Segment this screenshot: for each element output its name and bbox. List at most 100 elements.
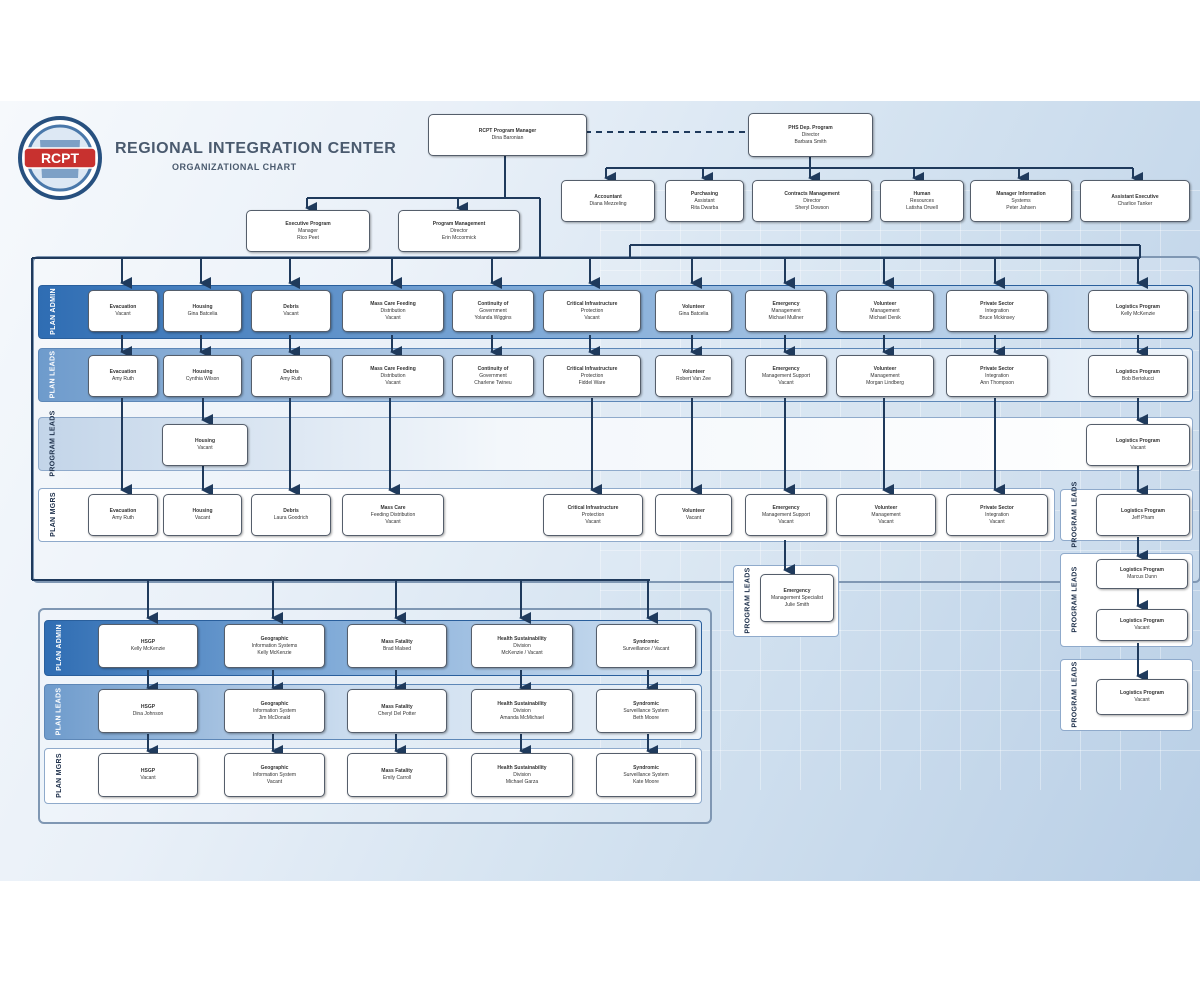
node-line: Executive Program (285, 220, 331, 227)
node-line: Cheryl Del Potter (377, 711, 417, 717)
node-deputy-director: PHS Dep. Program Director Barbara Smith (748, 113, 873, 157)
node-line: Vacant (1130, 445, 1146, 451)
node-line: Surveillance / Vacant (622, 646, 670, 652)
node-line: Logistics Program (1120, 690, 1164, 696)
node-line: Human (913, 190, 931, 197)
node-line: Charlene Twineu (474, 379, 512, 386)
node-line: Integration (985, 511, 1009, 518)
node-line: PHS Dep. Program (788, 124, 833, 131)
node-line: Systems (1011, 197, 1031, 204)
node-line: Program Management (432, 220, 486, 227)
node-line: Continuity of (477, 300, 509, 307)
node-line: Information System (252, 771, 297, 778)
node-line: Surveillance System (623, 707, 669, 714)
node-line: RCPT Program Manager (478, 128, 537, 134)
node-line: Purchasing (690, 190, 719, 197)
node-line: Evacuation (109, 369, 137, 375)
node-line: Peter Jahsen (1006, 204, 1036, 211)
node-line: Debris (283, 369, 299, 375)
node-line: Emergency (772, 300, 800, 307)
node-line: Syndromic (633, 639, 659, 645)
rcpt-logo-icon: RCPT (18, 116, 102, 200)
logo-text: RCPT (41, 150, 80, 166)
node-line: Continuity of (477, 365, 509, 372)
node-line: Volunteer (682, 369, 705, 375)
node-line: Housing (192, 304, 213, 310)
node-line: Sheryl Dowson (795, 204, 829, 211)
node-line: Yolanda Wiggins (474, 314, 512, 321)
node-line: Ann Thompson (980, 379, 1014, 386)
node-line: Bruce Mckinsey (979, 314, 1015, 321)
node-line: Jim McDonald (258, 714, 291, 721)
node-line: Vacant (584, 314, 600, 321)
node-line: Manager (298, 227, 318, 234)
node-program-management-director: Program Management Director Erin Mccormi… (398, 210, 520, 252)
node-line: Management (771, 307, 801, 314)
node-line: Mass Care Feeding (370, 365, 416, 372)
node-line: Barbara Smith (794, 138, 827, 145)
node-line: Volunteer (874, 504, 898, 511)
node-staff-info-systems: Manager Information Systems Peter Jahsen (970, 180, 1072, 222)
node-line: Vacant (778, 379, 794, 386)
node-line: Management (870, 372, 900, 379)
node-line: Mass Fatality (381, 768, 413, 774)
node-line: Evacuation (109, 304, 137, 310)
node-line: Marcus Dunn (1127, 574, 1157, 580)
node-line: Morgan Lindberg (866, 379, 904, 386)
node-program-manager: RCPT Program Manager Dina Baronian (428, 114, 587, 156)
node-line: Logistics Program (1116, 304, 1160, 310)
node-line: Logistics Program (1116, 369, 1160, 375)
node-line: Information Systems (251, 642, 298, 649)
node-line: Julie Smith (784, 601, 810, 608)
node-line: Laura Goodrich (273, 515, 309, 521)
node-line: Government (479, 307, 507, 314)
node-line: Management (870, 307, 900, 314)
node-line: Syndromic (633, 764, 659, 771)
node-line: Contracts Management (784, 190, 840, 197)
node-line: Volunteer (873, 365, 897, 372)
node-line: Vacant (385, 379, 401, 386)
node-line: Integration (985, 307, 1009, 314)
node-line: Feeding Distribution (370, 511, 416, 518)
node-executive-program-manager: Executive Program Manager Rico Peet (246, 210, 370, 252)
node-line: Kelly McKenzie (1120, 311, 1156, 317)
node-line: Debris (283, 508, 299, 514)
node-line: Surveillance System (623, 771, 669, 778)
node-line: Vacant (115, 311, 131, 317)
node-line: Geographic (260, 635, 289, 642)
node-line: Brad Malsed (382, 646, 412, 652)
node-line: Volunteer (682, 304, 705, 310)
node-line: HSGP (140, 639, 156, 645)
node-line: Charlice Tanker (1117, 201, 1153, 207)
